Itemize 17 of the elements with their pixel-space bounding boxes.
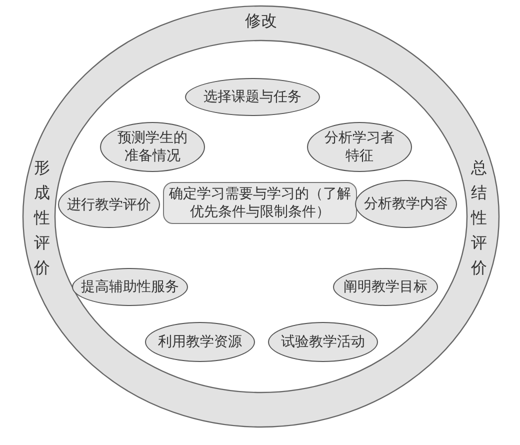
rounded-box: [163, 182, 357, 224]
node-text: 提高辅助性服务: [81, 278, 179, 296]
node-text: 确定学习需要与学习的（了解优先条件与限制条件）: [168, 185, 352, 221]
band-label: 总结性评价: [471, 157, 487, 279]
ellipse-node: [355, 180, 457, 228]
node-text: 利用教学资源: [158, 333, 242, 351]
node-text: 分析学习者特征: [324, 129, 395, 165]
band-label: 形成性评价: [34, 157, 50, 279]
band-label: 修改: [245, 11, 277, 32]
ellipse-node: [58, 181, 160, 228]
node-text: 分析教学内容: [364, 195, 448, 213]
node-text: 试验教学活动: [281, 333, 365, 351]
ellipse-node: [333, 268, 438, 306]
node-text: 预测学生的准备情况: [117, 129, 188, 165]
node-text: 选择课题与任务: [204, 88, 302, 106]
node-text: 阐明教学目标: [344, 278, 428, 296]
node-text: 进行教学评价: [67, 196, 151, 214]
